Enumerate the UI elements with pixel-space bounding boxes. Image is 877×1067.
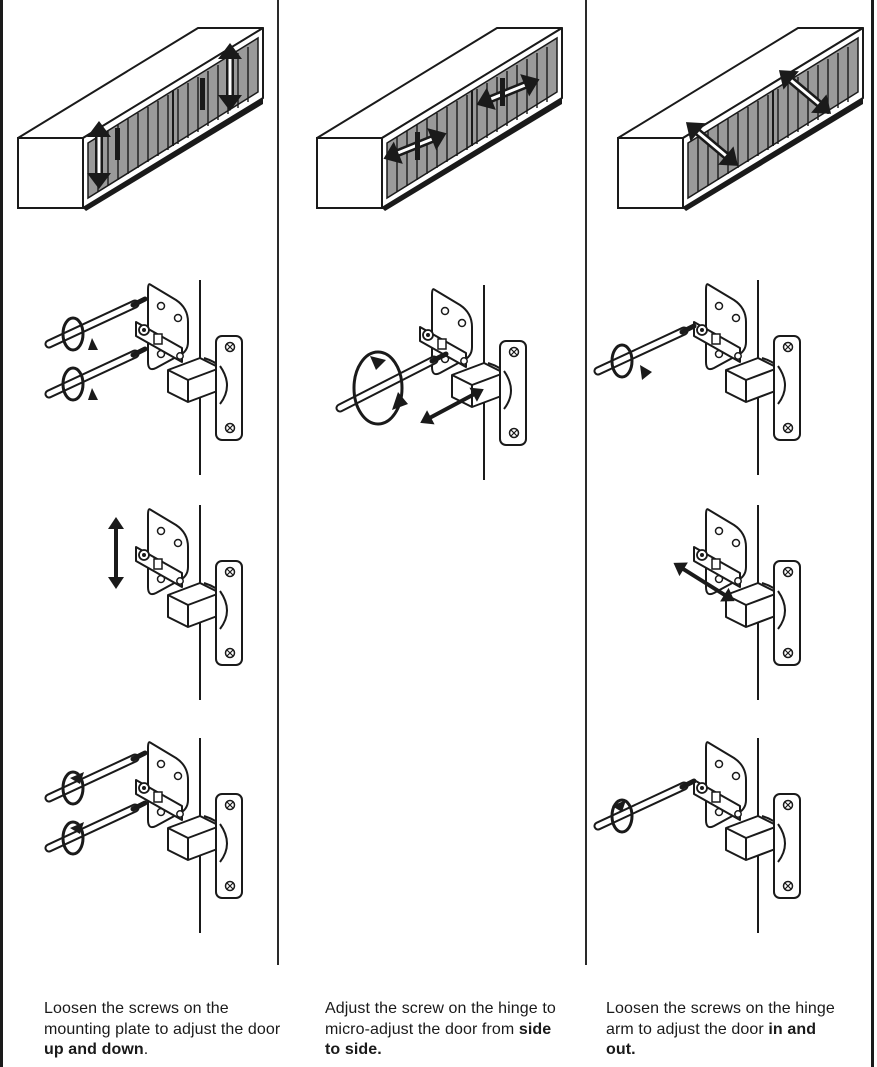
- panel-3-cabinet: [618, 28, 863, 211]
- panel-2-step1-adjust: [340, 285, 526, 480]
- panel-1-step1-loosen: [49, 280, 242, 475]
- panel-3-step1-loosen: [598, 280, 800, 475]
- caption-side-to-side: Adjust the screw on the hinge to micro-a…: [325, 999, 565, 1061]
- panel-3-step2-move: [669, 505, 800, 700]
- panel-1-step2-move: [108, 505, 242, 700]
- caption-in-out: Loosen the screws on the hinge arm to ad…: [606, 999, 846, 1061]
- panel-1-cabinet: [18, 28, 263, 211]
- panel-2-cabinet: [317, 28, 562, 211]
- caption-1-text: Loosen the screws on the mounting plate …: [44, 1000, 280, 1038]
- caption-1-emphasis: up and down: [44, 1041, 144, 1058]
- panel-1-step3-tighten: [49, 738, 242, 933]
- panel-3-step3-tighten: [598, 738, 800, 933]
- caption-up-down: Loosen the screws on the mounting plate …: [44, 999, 284, 1061]
- caption-1-end: .: [144, 1041, 149, 1058]
